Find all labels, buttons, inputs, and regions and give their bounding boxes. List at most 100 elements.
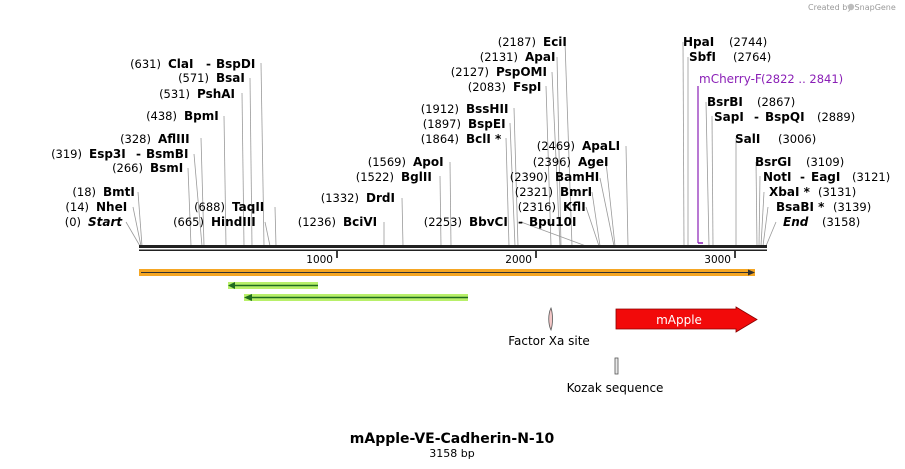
site-noti[interactable]: NotI [763,170,792,184]
site-start[interactable]: Start [88,215,123,229]
site-bpu10i[interactable]: Bpu10I [529,215,576,229]
site-bsmi[interactable]: BsmI [150,161,183,175]
site-pos: (2396) [533,155,571,169]
site-pos: (1522) [356,170,394,184]
site-bmri[interactable]: BmrI [560,185,592,199]
site-pos: (2764) [733,50,771,64]
site-esp3i[interactable]: Esp3I [89,147,126,161]
feature-green-1-arrowhead [228,282,235,289]
site-bspdi[interactable]: BspDI [216,57,255,71]
site-bglii[interactable]: BglII [401,170,432,184]
site-pos: (531) [159,87,190,101]
site-pos: (1332) [321,191,359,205]
site-hindiii[interactable]: HindIII [211,215,256,229]
site-bsmbi[interactable]: BsmBI [146,147,188,161]
site-bspqi[interactable]: BspQI [765,110,805,124]
site-hpai[interactable]: HpaI [683,35,714,49]
site-nhei[interactable]: NheI [96,200,127,214]
tick-label-2000: 2000 [505,254,532,266]
site-separator: - [754,110,759,124]
site-kfli[interactable]: KflI [563,200,586,214]
site-pos: (3109) [806,155,844,169]
site-pos: (688) [194,200,225,214]
site-pos: (3131) [818,185,856,199]
site-bsshii[interactable]: BssHII [466,102,508,116]
site-xbai[interactable]: XbaI * [769,185,811,199]
site-apali[interactable]: ApaLI [582,139,620,153]
site-ecii[interactable]: EciI [543,35,567,49]
ruler: 1000 2000 3000 [306,251,736,266]
site-bcli[interactable]: BclI * [466,132,502,146]
site-bbvci[interactable]: BbvCI [469,215,508,229]
site-taqii[interactable]: TaqII [232,200,264,214]
site-separator: - [206,57,211,71]
mapple-label: mApple [656,313,702,327]
site-pos: (1912) [421,102,459,116]
site-pos: (1864) [421,132,459,146]
tick-label-3000: 3000 [704,254,731,266]
mapple-feature-arrow[interactable] [615,306,758,333]
factor-xa-label: Factor Xa site [508,334,590,348]
site-sali[interactable]: SalI [735,132,760,146]
site-pos: (2187) [498,35,536,49]
site-bpmi[interactable]: BpmI [184,109,219,123]
sequence-backbone [139,245,767,248]
site-eagi[interactable]: EagI [811,170,840,184]
site-afliii[interactable]: AflIII [158,132,190,146]
primer-label[interactable]: mCherry-F [699,72,762,86]
site-fspi[interactable]: FspI [513,80,541,94]
site-pspomi[interactable]: PspOMI [496,65,547,79]
site-end[interactable]: End [783,215,809,229]
site-pos: (2469) [537,139,575,153]
map-title: mApple-VE-Cadherin-N-10 [350,431,555,447]
site-pos: (14) [65,200,89,214]
site-bsabi[interactable]: BsaBI * [776,200,825,214]
site-pos: (3121) [852,170,890,184]
site-pos: (2253) [424,215,462,229]
site-bcivi[interactable]: BciVI [343,215,377,229]
site-sbfi[interactable]: SbfI [689,50,716,64]
kozak-label: Kozak sequence [567,381,664,395]
site-bspei[interactable]: BspEI [468,117,506,131]
feature-green-2-arrowhead [244,294,252,301]
site-bsai[interactable]: BsaI [216,71,245,85]
site-bamhi[interactable]: BamHI [555,170,599,184]
site-clai[interactable]: ClaI [168,57,193,71]
site-pos: (631) [130,57,161,71]
site-pos: (2127) [451,65,489,79]
sequence-backbone-strand [139,249,767,251]
map-length: 3158 bp [429,447,474,460]
kozak-marker[interactable] [614,357,619,375]
factor-xa-marker[interactable] [548,306,553,332]
snapgene-logo-icon [847,3,855,11]
site-agei[interactable]: AgeI [578,155,608,169]
site-separator: - [518,215,523,229]
tick-label-1000: 1000 [306,254,333,266]
site-drdi[interactable]: DrdI [366,191,395,205]
site-pos: (3158) [822,215,860,229]
site-apai[interactable]: ApaI [525,50,555,64]
site-pos: (18) [72,185,96,199]
site-pos: (1236) [298,215,336,229]
site-pshai[interactable]: PshAI [197,87,235,101]
site-pos: (0) [65,215,81,229]
site-bsrgi[interactable]: BsrGI [755,155,792,169]
site-pos: (266) [112,161,143,175]
site-pos: (328) [120,132,151,146]
site-leader-lines [125,41,777,247]
site-pos: (1569) [368,155,406,169]
site-pos: (2889) [817,110,855,124]
primer-position: (2822 .. 2841) [761,72,843,86]
site-sapi[interactable]: SapI [714,110,744,124]
site-pos: (2321) [515,185,553,199]
site-apoi[interactable]: ApoI [413,155,444,169]
site-bmti[interactable]: BmtI [103,185,135,199]
site-bsrbi[interactable]: BsrBI [707,95,743,109]
site-pos: (571) [178,71,209,85]
site-pos: (319) [51,147,82,161]
site-pos: (2083) [468,80,506,94]
site-pos: (665) [173,215,204,229]
site-separator: - [136,147,141,161]
site-pos: (2390) [510,170,548,184]
